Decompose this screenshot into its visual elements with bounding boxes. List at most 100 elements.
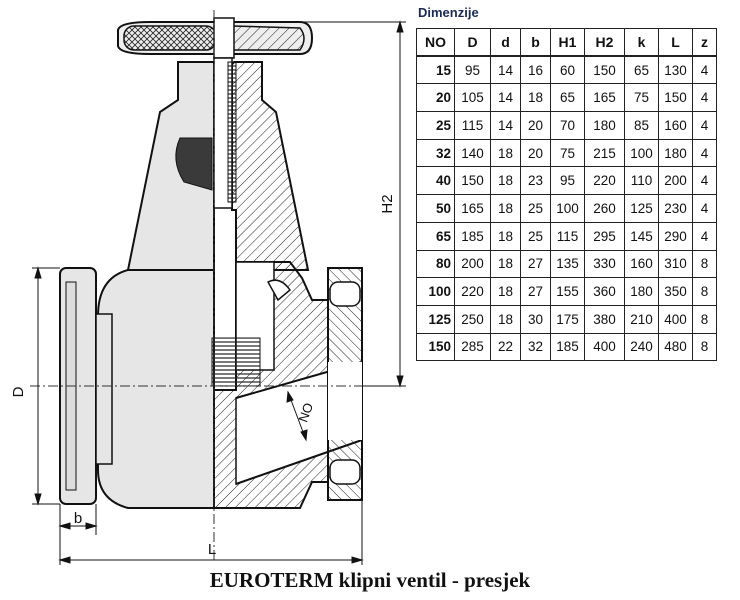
table-cell: 150 (454, 166, 491, 196)
table-cell: 180 (584, 111, 625, 140)
label-b: b (74, 510, 82, 527)
table-cell: 160 (658, 111, 693, 140)
header-h1: H1 (550, 28, 585, 58)
header-d-outer: D (454, 28, 491, 58)
table-cell: 185 (550, 332, 585, 362)
table-cell: 180 (658, 138, 693, 168)
label-l: L (208, 541, 216, 558)
table-cell: 200 (454, 249, 491, 279)
table-cell: 14 (490, 83, 521, 113)
table-cell: 18 (490, 166, 521, 196)
table-cell: 4 (692, 138, 717, 168)
table-cell: 260 (584, 194, 625, 223)
table-cell: 160 (624, 249, 659, 279)
cell-nominal-size: 20 (416, 83, 455, 113)
header-d-bolt: d (490, 28, 521, 58)
table-cell: 220 (454, 277, 491, 306)
table-cell: 250 (454, 304, 491, 334)
table-header-row: NO D d b H1 H2 k L z (416, 28, 717, 58)
table-cell: 480 (658, 332, 693, 362)
table-cell: 14 (490, 111, 521, 140)
table-cell: 4 (692, 55, 717, 85)
table-cell: 8 (692, 332, 717, 362)
header-z: z (692, 28, 717, 58)
table-cell: 14 (490, 55, 521, 85)
table-cell: 360 (584, 277, 625, 306)
table-cell: 350 (658, 277, 693, 306)
table-cell: 115 (550, 221, 585, 251)
handwheel (117, 17, 314, 59)
table-cell: 165 (584, 83, 625, 113)
table-cell: 8 (692, 277, 717, 306)
table-cell: 18 (490, 304, 521, 334)
table-cell: 27 (520, 249, 551, 279)
center-lines (30, 10, 400, 560)
table-cell: 32 (520, 332, 551, 362)
cell-nominal-size: 150 (416, 332, 455, 362)
table-cell: 145 (624, 221, 659, 251)
table-cell: 380 (584, 304, 625, 334)
table-cell: 85 (624, 111, 659, 140)
table-cell: 100 (550, 194, 585, 223)
table-cell: 230 (658, 194, 693, 223)
table-cell: 4 (692, 221, 717, 251)
table-cell: 400 (584, 332, 625, 362)
table-cell: 115 (454, 111, 491, 140)
table-cell: 400 (658, 304, 693, 334)
table-cell: 100 (624, 138, 659, 168)
table-cell: 180 (624, 277, 659, 306)
table-cell: 18 (490, 277, 521, 306)
table-cell: 125 (624, 194, 659, 223)
table-cell: 200 (658, 166, 693, 196)
table-cell: 240 (624, 332, 659, 362)
dimension-lines (32, 20, 406, 565)
cell-nominal-size: 65 (416, 221, 455, 251)
table-title: Dimenzije (418, 5, 479, 20)
table-cell: 65 (624, 55, 659, 85)
table-cell: 215 (584, 138, 625, 168)
cell-nominal-size: 25 (416, 111, 455, 140)
cell-nominal-size: 40 (416, 166, 455, 196)
table-cell: 8 (692, 249, 717, 279)
cell-nominal-size: 100 (416, 277, 455, 306)
table-cell: 75 (624, 83, 659, 113)
valve-body (97, 261, 363, 509)
table-cell: 175 (550, 304, 585, 334)
table-cell: 290 (658, 221, 693, 251)
header-b: b (520, 28, 551, 58)
table-cell: 110 (624, 166, 659, 196)
table-cell: 18 (520, 83, 551, 113)
table-cell: 295 (584, 221, 625, 251)
table-cell: 16 (520, 55, 551, 85)
table-cell: 310 (658, 249, 693, 279)
table-cell: 210 (624, 304, 659, 334)
table-cell: 65 (550, 83, 585, 113)
header-h2: H2 (584, 28, 625, 58)
label-d: D (10, 386, 27, 397)
cell-nominal-size: 125 (416, 304, 455, 334)
table-cell: 18 (490, 138, 521, 168)
cell-nominal-size: 80 (416, 249, 455, 279)
table-cell: 18 (490, 221, 521, 251)
table-cell: 155 (550, 277, 585, 306)
table-cell: 150 (658, 83, 693, 113)
table-cell: 150 (584, 55, 625, 85)
table-cell: 18 (490, 249, 521, 279)
header-l: L (658, 28, 693, 58)
valve-section-drawing: D b L H2 NO (10, 10, 406, 565)
table-cell: 22 (490, 332, 521, 362)
table-cell: 23 (520, 166, 551, 196)
table-cell: 18 (490, 194, 521, 223)
label-h2: H2 (379, 194, 396, 213)
cell-nominal-size: 15 (416, 55, 455, 85)
table-cell: 75 (550, 138, 585, 168)
table-cell: 27 (520, 277, 551, 306)
